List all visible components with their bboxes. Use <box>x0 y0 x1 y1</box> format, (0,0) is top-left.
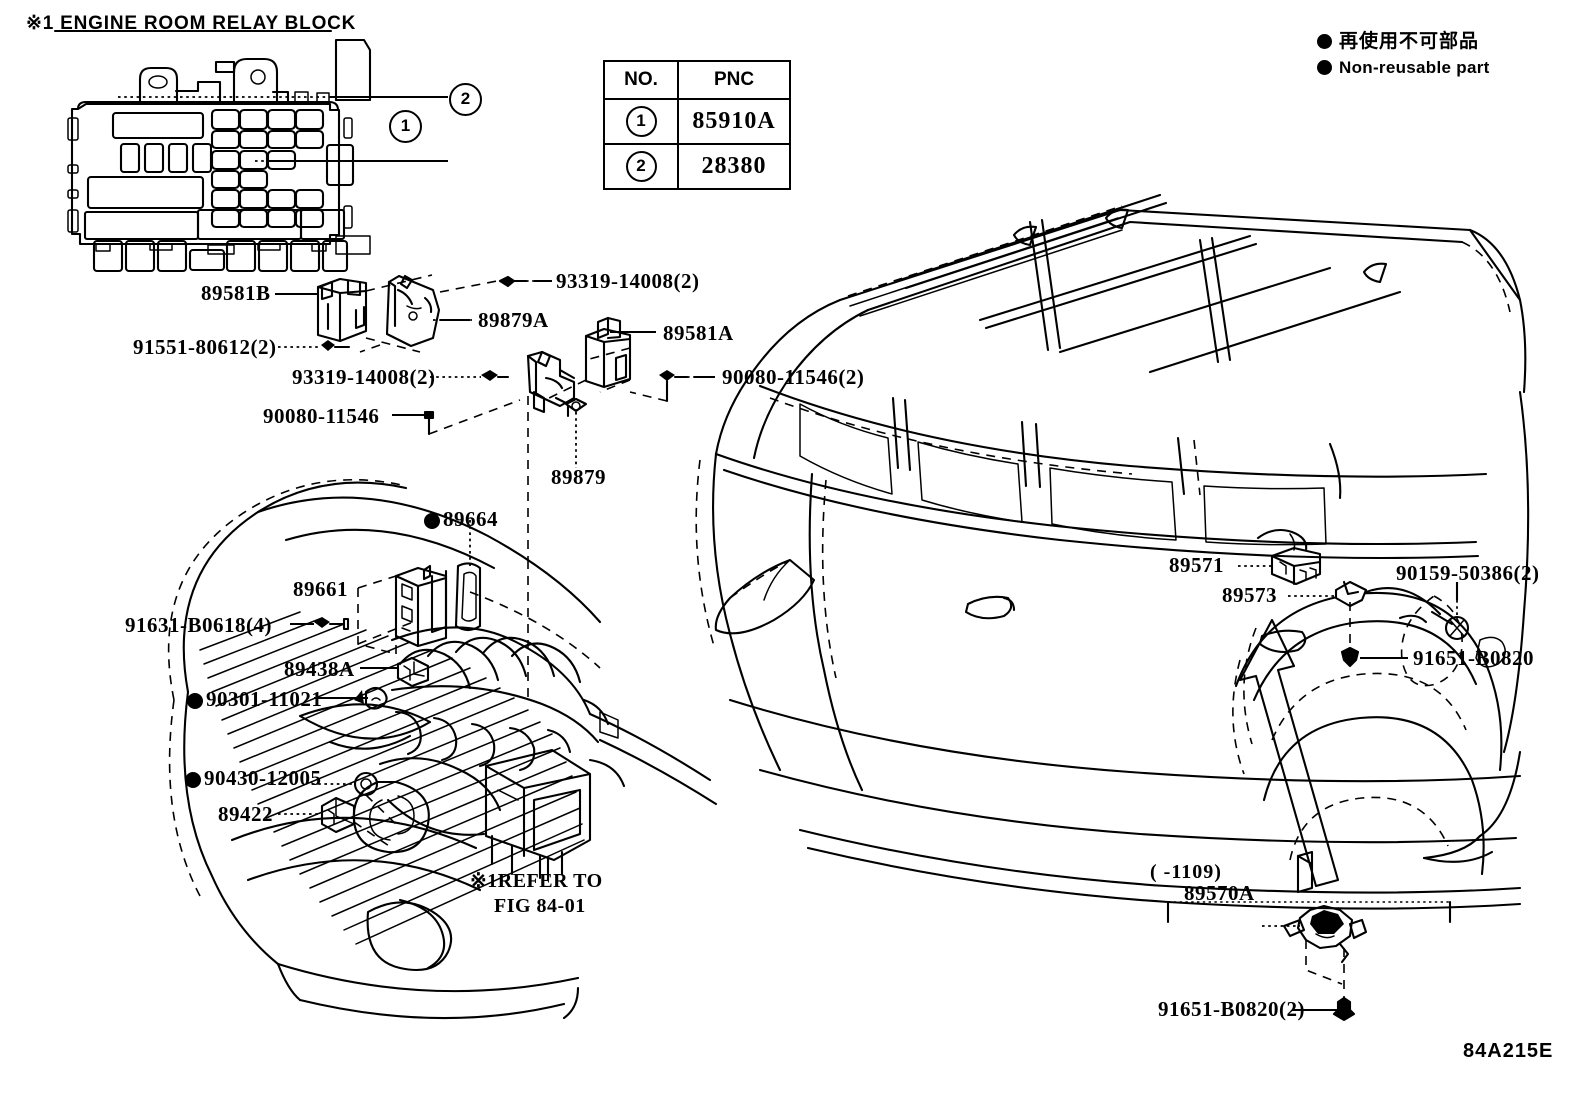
engine-bay-exploded-parts <box>278 520 482 849</box>
legend-non-reusable: 再使用不可部品 Non-reusable part <box>1317 26 1490 78</box>
part-label-89438a: 89438A <box>284 657 355 681</box>
header-no: NO. <box>603 60 679 100</box>
row-pnc-2: 28380 <box>677 143 791 190</box>
date-range-label: ( -1109) <box>1150 861 1222 883</box>
relay-bracket-assembly-left <box>275 274 552 436</box>
part-label-91651-b0820: 91651-B0820 <box>1413 646 1534 670</box>
filled-circle-icon <box>1317 60 1332 75</box>
part-label-89879: 89879 <box>551 465 606 489</box>
non-reusable-dot-icon <box>424 513 440 529</box>
part-label-89879a: 89879A <box>478 308 549 332</box>
rear-sensor-group <box>1232 528 1470 888</box>
callout-1[interactable]: 1 <box>389 110 422 143</box>
relay-bracket-assembly-center <box>526 316 715 700</box>
engine-bay-outline <box>167 478 718 1020</box>
part-label-89570a: 89570A <box>1184 881 1255 905</box>
part-label-89661: 89661 <box>293 577 348 601</box>
part-label-91651-b0820-2: 91651-B0820(2) <box>1158 997 1305 1021</box>
refer-to-note: ※1REFER TO FIG 84-01 <box>470 869 603 919</box>
non-reusable-dot-icon <box>185 772 201 788</box>
engine-room-relay-block-drawing <box>67 38 448 273</box>
table-row: 2 28380 <box>603 143 791 190</box>
part-label-89581b: 89581B <box>201 281 271 305</box>
part-label-93319-14008-2: 93319-14008(2) <box>292 365 436 389</box>
non-reusable-dot-icon <box>187 693 203 709</box>
table-row: 1 85910A <box>603 98 791 145</box>
vehicle-outline <box>695 193 1530 910</box>
pnc-table: NO. PNC 1 85910A 2 28380 <box>603 60 791 190</box>
header-pnc: PNC <box>677 60 791 100</box>
row-no-1: 1 <box>603 98 679 145</box>
part-label-93319-14008-2-top: 93319-14008(2) <box>556 269 700 293</box>
callout-2[interactable]: 2 <box>449 83 482 116</box>
part-label-90080-11546-2: 90080-11546(2) <box>722 365 865 389</box>
refer-to-line-2: FIG 84-01 <box>494 895 586 917</box>
figure-code: 84A215E <box>1463 1040 1554 1062</box>
part-label-90159-50386-2: 90159-50386(2) <box>1396 561 1540 585</box>
part-label-91551-80612-2: 91551-80612(2) <box>133 335 277 359</box>
part-label-89664: 89664 <box>424 508 498 530</box>
table-header-row: NO. PNC <box>603 60 791 100</box>
filled-circle-icon <box>1317 34 1332 49</box>
part-label-89422: 89422 <box>218 802 273 826</box>
inset-89570a <box>1166 850 1452 1022</box>
part-label-89571: 89571 <box>1169 553 1224 577</box>
part-label-90301-11021: 90301-11021 <box>187 688 322 710</box>
part-label-90430-12005: 90430-12005 <box>185 767 322 789</box>
part-label-90080-11546: 90080-11546 <box>263 404 380 428</box>
refer-to-line-1: ※1REFER TO <box>470 870 603 892</box>
row-no-2: 2 <box>603 143 679 190</box>
relay-block-title: ※1 ENGINE ROOM RELAY BLOCK <box>26 13 357 34</box>
part-label-89573: 89573 <box>1222 583 1277 607</box>
part-label-89581a: 89581A <box>663 321 734 345</box>
row-pnc-1: 85910A <box>677 98 791 145</box>
part-label-91631-b0618-4: 91631-B0618(4) <box>125 613 272 637</box>
